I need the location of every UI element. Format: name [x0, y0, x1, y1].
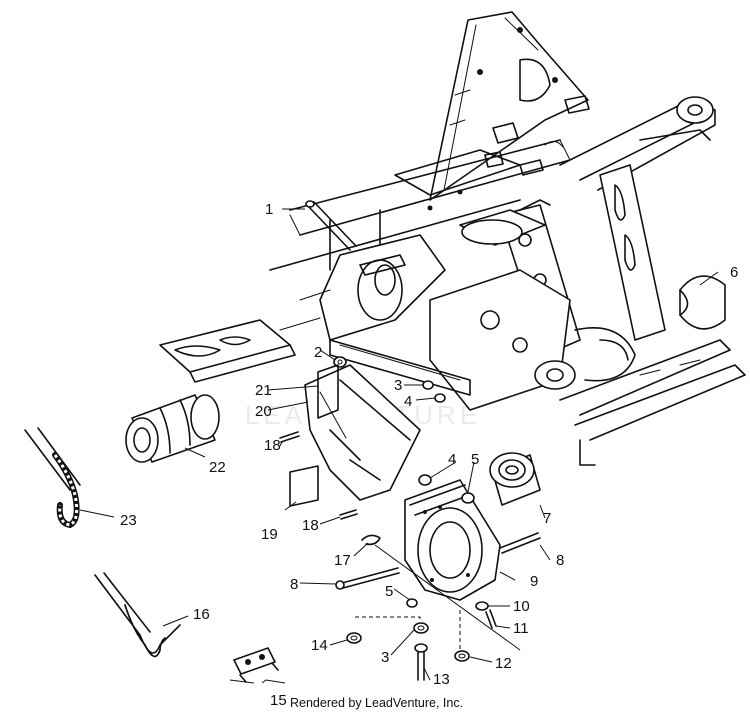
part-3-washer [413, 622, 429, 634]
callout-1: 1 [265, 201, 274, 218]
callout-11: 11 [513, 620, 529, 637]
callout-8-right: 8 [556, 552, 565, 569]
part-4-5-nuts [406, 474, 475, 608]
part-6-bushing [679, 275, 726, 330]
callout-5-upper: 5 [471, 451, 480, 468]
part-12-washer [454, 650, 470, 662]
part-13-bolt [414, 643, 428, 681]
callout-9: 9 [530, 573, 539, 590]
callout-14: 14 [311, 637, 328, 654]
callout-22: 22 [209, 459, 226, 476]
callout-23: 23 [120, 512, 137, 529]
footer-credit: Rendered by LeadVenture, Inc. [290, 696, 464, 710]
part-16-chain [94, 572, 181, 658]
callout-16: 16 [193, 606, 210, 623]
callout-21: 21 [255, 382, 272, 399]
callout-18-lower: 18 [302, 517, 319, 534]
part-18-screw-lower [339, 509, 358, 520]
part-17-clip [361, 534, 381, 546]
callout-8-left: 8 [290, 576, 299, 593]
callout-17: 17 [334, 552, 351, 569]
frame-assembly [159, 11, 746, 466]
callout-5-lower: 5 [385, 583, 394, 600]
callout-12: 12 [495, 655, 512, 672]
callout-13: 13 [433, 671, 450, 688]
callout-20: 20 [255, 403, 272, 420]
callout-2: 2 [314, 344, 323, 361]
callout-3-lower: 3 [381, 649, 390, 666]
callout-7: 7 [543, 510, 552, 527]
part-8-bolt-left [335, 567, 400, 590]
callout-18-upper: 18 [264, 437, 281, 454]
callout-6: 6 [730, 264, 739, 281]
part-14-washer [346, 632, 362, 644]
part-18-screw-upper [279, 431, 300, 443]
callout-15: 15 [270, 692, 287, 709]
part-10-11-bolt [475, 601, 497, 629]
part-8-bolt-right [499, 532, 541, 554]
part-19-decal [289, 465, 319, 507]
part-9-housing [404, 479, 501, 601]
part-2-nut [333, 356, 347, 368]
part-7-roller [489, 452, 541, 506]
callout-10: 10 [513, 598, 530, 615]
part-23-chain [24, 427, 81, 529]
callout-3-upper: 3 [394, 377, 403, 394]
callout-4-lower: 4 [448, 451, 457, 468]
part-22-sprocket-drum [125, 394, 220, 463]
part-15-master-link [233, 647, 279, 683]
callout-4-upper: 4 [404, 393, 413, 410]
callout-19: 19 [261, 526, 278, 543]
part-1-long-bolt [305, 200, 357, 251]
part-20-21-guard [304, 364, 421, 501]
leader-lines [79, 208, 719, 684]
